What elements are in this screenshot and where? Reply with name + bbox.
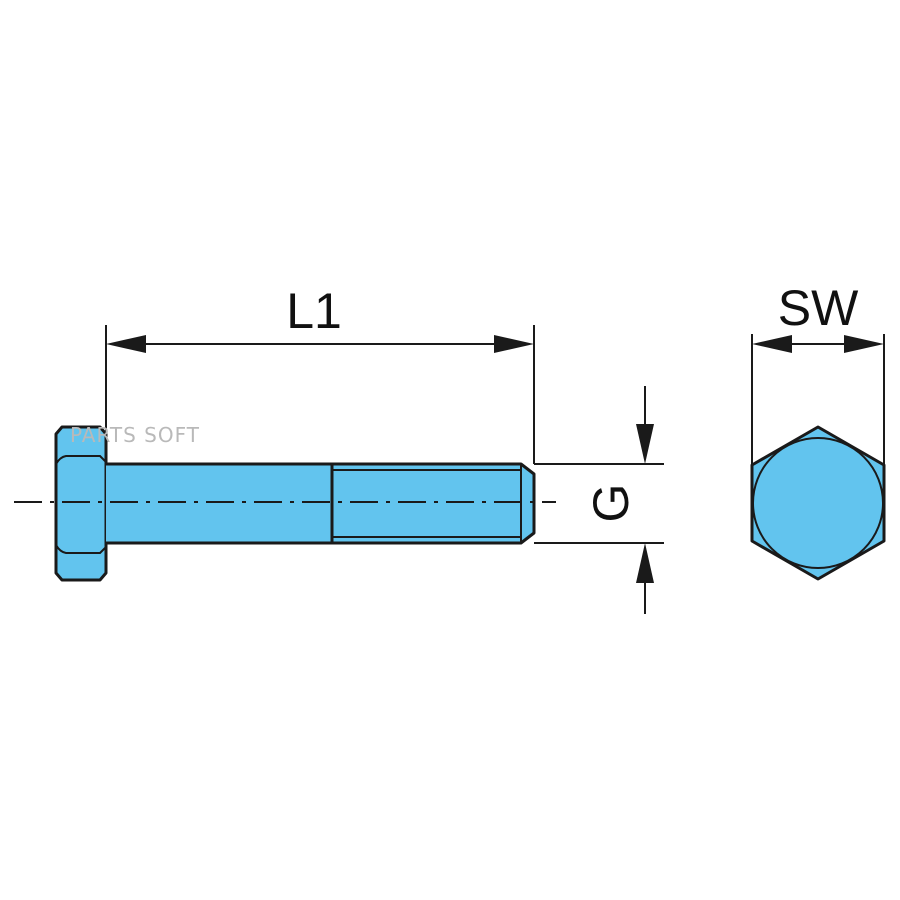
- bolt-thread: [332, 464, 534, 543]
- length-dimension: L1: [105, 283, 535, 464]
- hex-head: [752, 427, 884, 579]
- thread-label: G: [583, 484, 639, 523]
- hex-inner-circle: [752, 437, 884, 569]
- length-label: L1: [286, 283, 342, 339]
- bolt-head: [56, 427, 106, 580]
- watermark: PARTS SOFT: [70, 423, 200, 447]
- wrench-size-label: SW: [778, 280, 859, 336]
- bolt-end-view: [750, 425, 886, 581]
- bolt-shank: [106, 464, 332, 543]
- thread-diameter-dimension: G: [534, 386, 664, 614]
- bolt-side-view: [14, 425, 556, 582]
- wrench-size-dimension: SW: [751, 280, 885, 465]
